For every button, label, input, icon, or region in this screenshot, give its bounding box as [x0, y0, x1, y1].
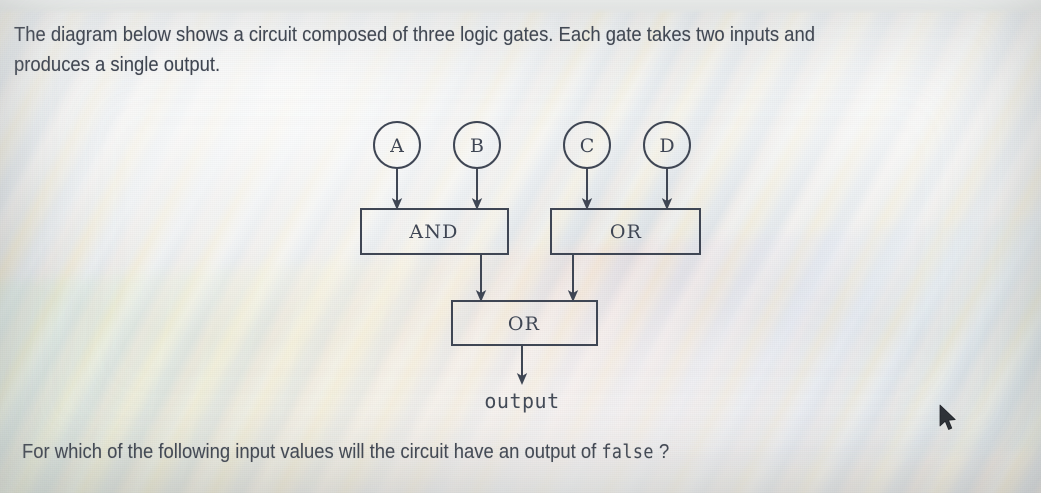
- question-value: false: [601, 442, 654, 463]
- prompt-text: The diagram below shows a circuit compos…: [14, 23, 815, 76]
- question-suffix: ?: [658, 440, 670, 463]
- cut-off-text-top: [455, 0, 575, 3]
- mouse-cursor-icon: [938, 404, 960, 434]
- top-edge-strip: [0, 0, 1041, 14]
- question-prefix: For which of the following input values …: [22, 440, 597, 463]
- question-text: For which of the following input values …: [22, 438, 669, 467]
